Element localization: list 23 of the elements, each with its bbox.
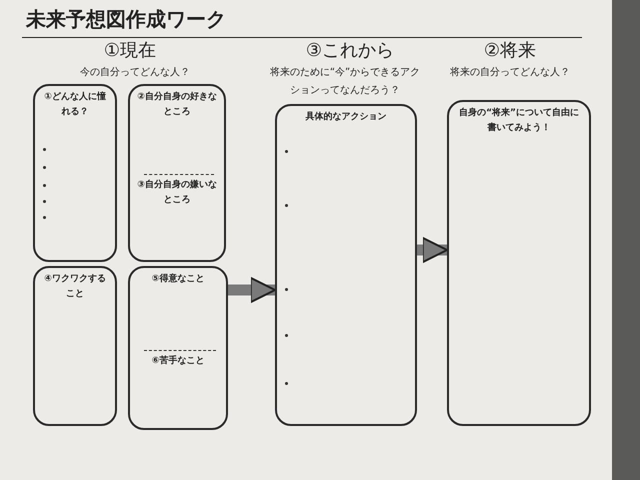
box-heading: ②自分自身の好きなところ	[136, 90, 218, 119]
worksheet-box	[447, 100, 591, 426]
box-heading: ①どんな人に憧れる？	[43, 90, 107, 119]
box-heading: ⑥苦手なこと	[150, 354, 206, 368]
worksheet-box	[275, 104, 417, 426]
box-heading: ③自分自身の嫌いなところ	[136, 178, 218, 207]
worksheet-box	[128, 84, 226, 262]
box-heading: ④ワクワクすること	[43, 273, 107, 301]
worksheet-box	[128, 266, 228, 430]
worksheet-box	[33, 84, 117, 262]
worksheet-title: 未来予想図作成ワーク	[26, 6, 226, 33]
block-arrow	[228, 276, 276, 304]
worksheet-box	[33, 266, 117, 426]
block-arrow	[417, 236, 448, 264]
question-text: 今の自分ってどんな人？	[79, 66, 191, 80]
box-heading: ⑤得意なこと	[150, 272, 206, 286]
box-heading: 自身の“将来”について自由に書いてみよう！	[458, 106, 580, 135]
column-heading: ①現在	[102, 39, 158, 63]
box-heading: 具体的なアクション	[304, 110, 388, 124]
column-heading: ③これから	[304, 39, 396, 63]
question-text: 将来のために“今”からできるアクションってなんだろう？	[268, 66, 422, 98]
question-text: 将来の自分ってどんな人？	[449, 66, 571, 80]
column-heading: ②将来	[482, 39, 538, 63]
